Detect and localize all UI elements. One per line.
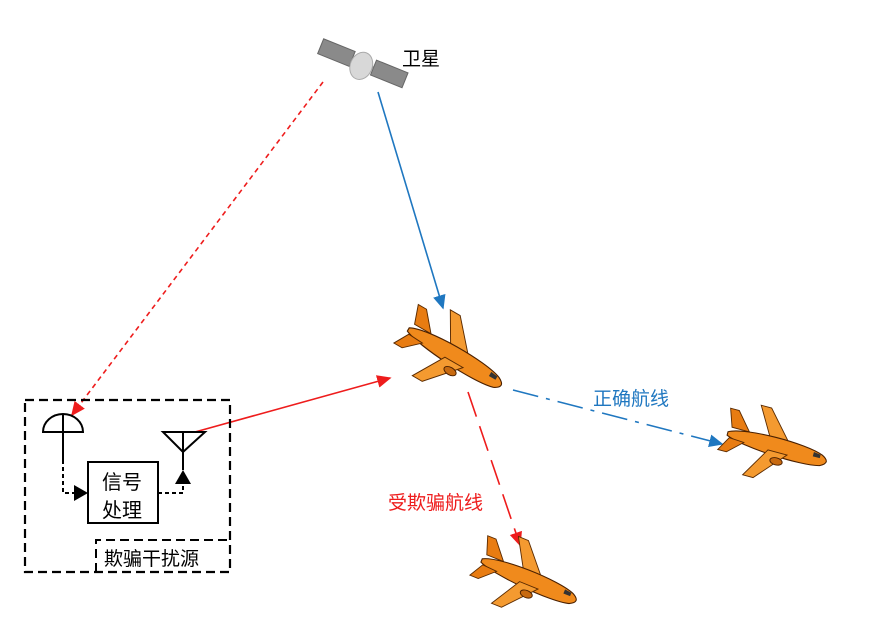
spoofed-route-label: 受欺骗航线 <box>388 492 484 514</box>
correct-route-line <box>512 389 724 447</box>
aircraft-spoofed-icon <box>462 524 591 633</box>
spoofing-source-box <box>23 398 232 574</box>
correct-route-label: 正确航线 <box>593 388 670 410</box>
signal-processing-label-1: 信号 <box>102 470 142 494</box>
spoofing-source-label-box <box>95 539 230 572</box>
transmit-antenna-icon <box>160 431 208 470</box>
satellite-label: 卫星 <box>402 48 441 70</box>
aircraft-correct-icon <box>712 396 837 496</box>
satellite-icon <box>317 38 409 89</box>
receive-antenna-icon <box>41 413 85 460</box>
signal-processing-label-2: 处理 <box>102 498 142 522</box>
aircraft-icon <box>383 293 522 418</box>
spoof-transmit-signal <box>194 375 392 433</box>
spoof-receive-signal <box>71 81 324 417</box>
spoofed-route-line <box>467 391 522 547</box>
spoofing-source-label: 欺骗干扰源 <box>104 548 200 570</box>
true-satellite-signal <box>377 91 446 310</box>
